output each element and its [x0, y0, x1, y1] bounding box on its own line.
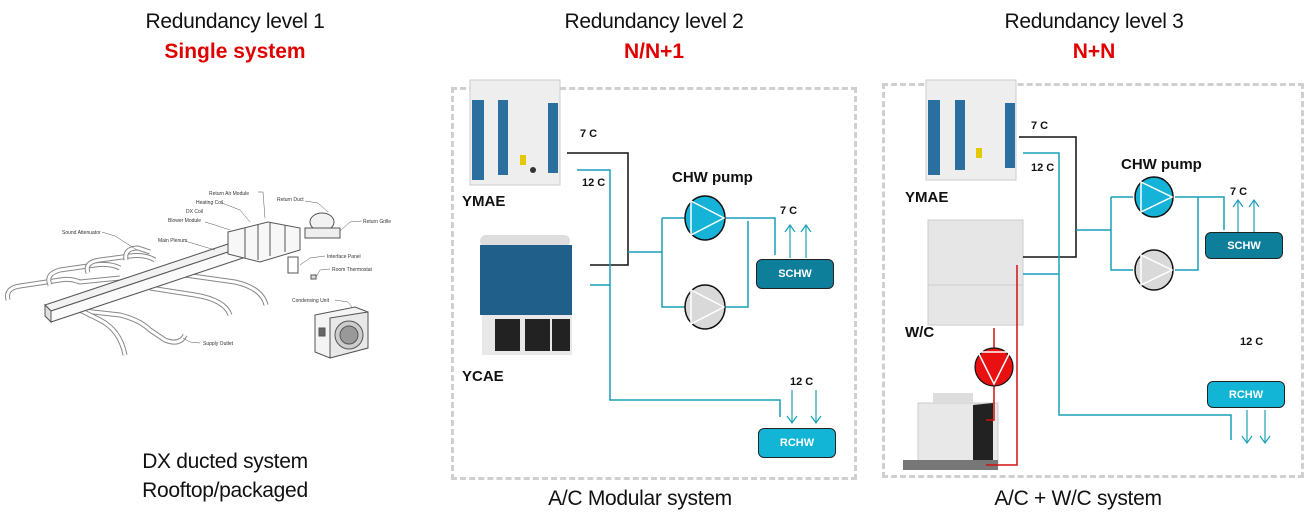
label-room-thermostat: Room Thermostat — [332, 267, 373, 273]
level-2-schw-temp: 7 C — [780, 205, 798, 217]
level-3-supply-temp: 7 C — [1031, 120, 1049, 132]
level-1-title: Redundancy level 1 — [145, 10, 325, 33]
level-1-subtitle: Single system — [164, 40, 306, 63]
level-3-schematic — [878, 75, 1306, 485]
dx-ducted-diagram: Return Air Module Heating Coil DX Coil B… — [0, 170, 420, 370]
label-dx-coil: DX Coil — [186, 209, 203, 215]
level-3-title: Redundancy level 3 — [1004, 10, 1184, 33]
level-1-caption-line-1: DX ducted system — [142, 450, 308, 473]
chw-pump-standby-icon — [684, 284, 726, 330]
level-1-caption-line-2: Rooftop/packaged — [142, 479, 308, 502]
ymae-label: YMAE — [462, 193, 506, 210]
chw-pump-standby-icon — [1134, 249, 1174, 291]
level-1-caption: DX ducted system Rooftop/packaged — [100, 447, 350, 505]
water-cooled-unit-icon — [927, 219, 1024, 326]
label-return-duct: Return Duct — [277, 197, 304, 203]
level-2-panel — [451, 87, 857, 480]
ymae-unit-icon — [925, 79, 1017, 181]
level-3-schw-box: SCHW — [1205, 232, 1283, 259]
chw-pump-active-icon — [1134, 176, 1174, 218]
label-return-grille: Return Grille — [363, 219, 391, 225]
level-3-pump-label: CHW pump — [1121, 156, 1202, 173]
label-main-plenum: Main Plenum — [158, 238, 187, 244]
supply-arrows-icon — [784, 223, 812, 258]
level-2-return-temp: 12 C — [582, 177, 606, 189]
level-3-caption: A/C + W/C system — [994, 487, 1162, 510]
level-3-panel — [882, 83, 1304, 478]
level-2-subtitle: N/N+1 — [623, 40, 685, 63]
return-arrows-icon — [1241, 410, 1271, 445]
chw-pump-active-icon — [684, 195, 726, 241]
label-return-air-module: Return Air Module — [209, 191, 249, 197]
level-2-rchw-box: RCHW — [758, 428, 836, 458]
label-heating-coil: Heating Coil — [196, 200, 223, 206]
label-condensing-unit: Condensing Unit — [292, 298, 330, 304]
level-2-supply-temp: 7 C — [580, 128, 598, 140]
cooling-tower-icon — [903, 393, 999, 470]
label-supply-outlet: Supply Outlet — [203, 341, 234, 347]
level-2-title: Redundancy level 2 — [564, 10, 744, 33]
supply-arrows-icon — [1232, 198, 1260, 233]
label-sound-attenuator: Sound Attenuator — [62, 230, 101, 236]
level-3-subtitle: N+N — [1072, 40, 1116, 63]
label-interface-panel: Interface Panel — [327, 254, 361, 260]
ymae-unit-icon — [469, 79, 561, 186]
return-arrows-icon — [786, 390, 822, 425]
label-blower-module: Blower Module — [168, 218, 201, 224]
wc-label: W/C — [905, 324, 935, 341]
level-2-schematic — [440, 75, 860, 485]
level-3-rchw-temp: 12 C — [1240, 336, 1264, 348]
level-3-rchw-box: RCHW — [1207, 381, 1285, 408]
level-2-caption: A/C Modular system — [548, 487, 732, 510]
level-3-ymae-label: YMAE — [905, 189, 949, 206]
level-3-schw-temp: 7 C — [1230, 186, 1248, 198]
level-3-return-temp: 12 C — [1031, 162, 1055, 174]
ycae-unit-icon — [480, 235, 572, 355]
condenser-pump-icon — [974, 347, 1014, 387]
level-2-pump-label: CHW pump — [672, 169, 753, 186]
ycae-label: YCAE — [462, 368, 504, 385]
level-2-rchw-temp: 12 C — [790, 376, 814, 388]
level-2-schw-box: SCHW — [756, 259, 834, 289]
